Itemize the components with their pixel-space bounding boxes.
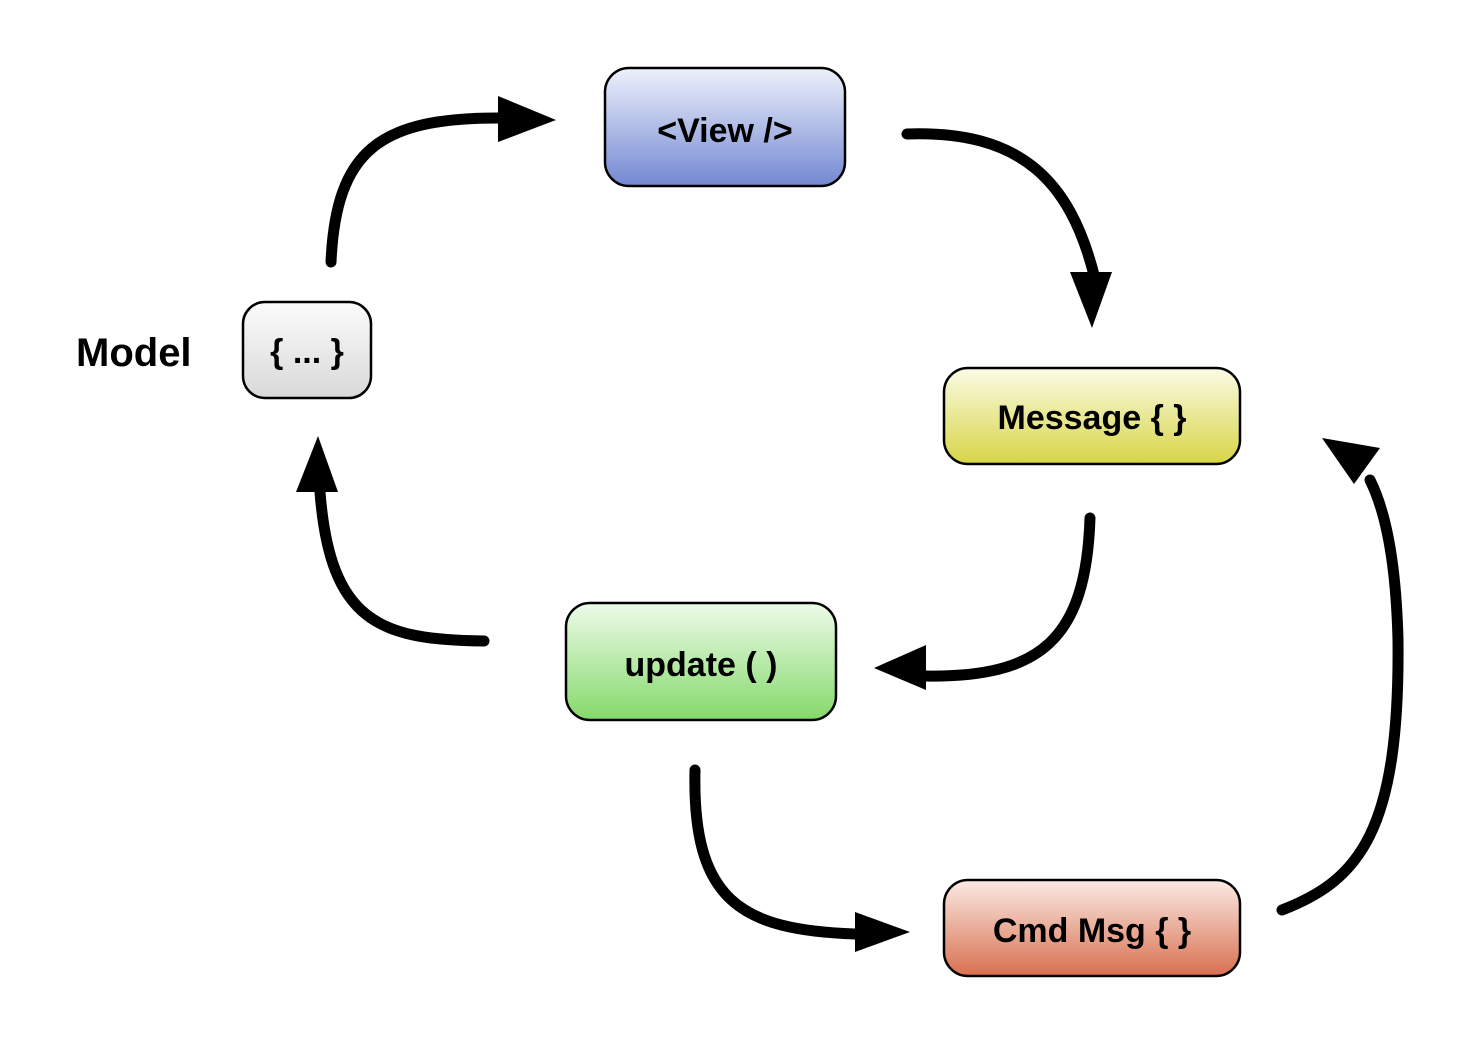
node-model-label: { ... } (270, 333, 344, 371)
edge-update-to-cmd-msg (689, 764, 910, 952)
node-view-label: <View /> (657, 112, 792, 150)
node-update: update ( ) (564, 601, 838, 722)
edge-update-to-model (296, 436, 490, 647)
edge-view-to-message (901, 128, 1112, 328)
arrowhead-message-to-update (874, 645, 926, 690)
node-message-label: Message { } (998, 399, 1187, 437)
node-view: <View /> (603, 66, 847, 188)
node-message: Message { } (942, 366, 1242, 466)
node-model: { ... } (241, 300, 373, 400)
node-cmd-msg: Cmd Msg { } (942, 878, 1242, 978)
model-title: Model (76, 331, 192, 375)
arrowhead-cmd-msg-to-message (1322, 438, 1380, 484)
arrowhead-update-to-cmd-msg (855, 912, 910, 952)
node-cmd-msg-label: Cmd Msg { } (993, 912, 1191, 950)
node-update-label: update ( ) (625, 646, 778, 684)
arrowhead-update-to-model (296, 436, 338, 492)
edge-cmd-msg-to-message (1276, 438, 1404, 916)
arrowhead-model-to-view (498, 96, 556, 142)
arrowhead-view-to-message (1070, 272, 1112, 328)
edge-message-to-update (874, 512, 1096, 690)
edge-model-to-view (325, 96, 556, 268)
